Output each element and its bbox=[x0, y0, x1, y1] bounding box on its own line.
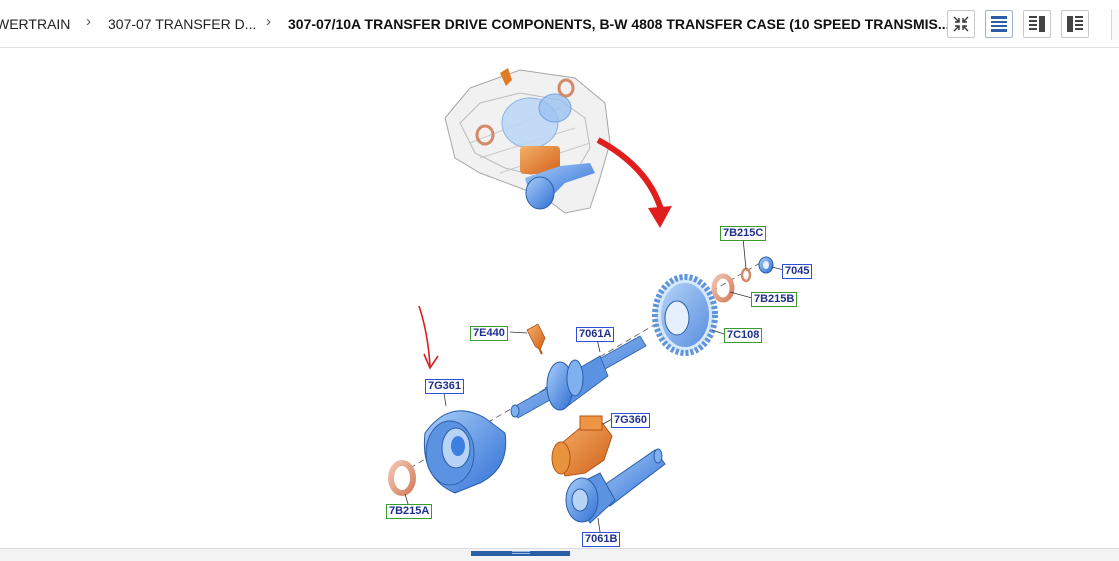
callout-7b215b[interactable]: 7B215B bbox=[751, 292, 798, 307]
grip-icon bbox=[512, 551, 530, 554]
part-7b215c-washer bbox=[740, 267, 752, 283]
header-bar: WERTRAIN › 307-07 TRANSFER D... › 307-07… bbox=[0, 0, 1119, 48]
collapse-button[interactable] bbox=[947, 10, 975, 38]
breadcrumb-item-powertrain[interactable]: WERTRAIN bbox=[0, 16, 71, 32]
annotation-arrow bbox=[418, 305, 431, 367]
red-arrow-head bbox=[648, 206, 672, 228]
chevron-right-icon: › bbox=[86, 13, 91, 30]
part-7061b-shaft bbox=[565, 448, 666, 524]
part-7045-nut bbox=[758, 256, 774, 274]
single-pane-icon bbox=[991, 16, 1007, 32]
callout-7g360[interactable]: 7G360 bbox=[611, 413, 651, 428]
callout-7045[interactable]: 7045 bbox=[782, 264, 813, 279]
left-pane-view-button[interactable] bbox=[1061, 10, 1089, 38]
callout-7e440[interactable]: 7E440 bbox=[470, 326, 508, 341]
callout-7061a[interactable]: 7061A bbox=[576, 327, 615, 342]
part-7b215b-washer bbox=[711, 273, 735, 303]
single-pane-view-button[interactable] bbox=[985, 10, 1013, 38]
exploded-view-illustration bbox=[388, 68, 785, 533]
page-title: 307-07/10A TRANSFER DRIVE COMPONENTS, B-… bbox=[288, 16, 950, 32]
right-pane-view-button[interactable] bbox=[1023, 10, 1051, 38]
right-pane-icon bbox=[1029, 16, 1045, 32]
panel-edge bbox=[1111, 10, 1119, 40]
leader-lines bbox=[404, 237, 785, 533]
part-7061a-shaft bbox=[510, 335, 647, 419]
callout-7c108[interactable]: 7C108 bbox=[724, 328, 763, 343]
part-7b215a-washer bbox=[388, 460, 416, 496]
callout-7b215c[interactable]: 7B215C bbox=[720, 226, 767, 241]
chevron-right-icon: › bbox=[266, 13, 271, 30]
part-7c108-gear bbox=[652, 274, 718, 356]
part-7e440-sensor bbox=[526, 323, 546, 355]
horizontal-scrollbar[interactable] bbox=[0, 548, 1119, 561]
part-7g361-drum bbox=[423, 410, 507, 494]
callout-7061b[interactable]: 7061B bbox=[582, 532, 621, 547]
part-7g360-sleeve bbox=[551, 415, 613, 477]
breadcrumb-item-transfer-d[interactable]: 307-07 TRANSFER D... bbox=[108, 16, 257, 32]
transfer-case-housing bbox=[444, 68, 611, 214]
left-pane-icon bbox=[1067, 16, 1083, 32]
parts-diagram: 7B215C 7045 7B215B 7E440 7061A 7C108 7G3… bbox=[0, 48, 1119, 548]
red-arrow bbox=[596, 137, 665, 214]
callout-7b215a[interactable]: 7B215A bbox=[386, 504, 433, 519]
callout-7g361[interactable]: 7G361 bbox=[425, 379, 465, 394]
collapse-icon bbox=[953, 16, 969, 32]
